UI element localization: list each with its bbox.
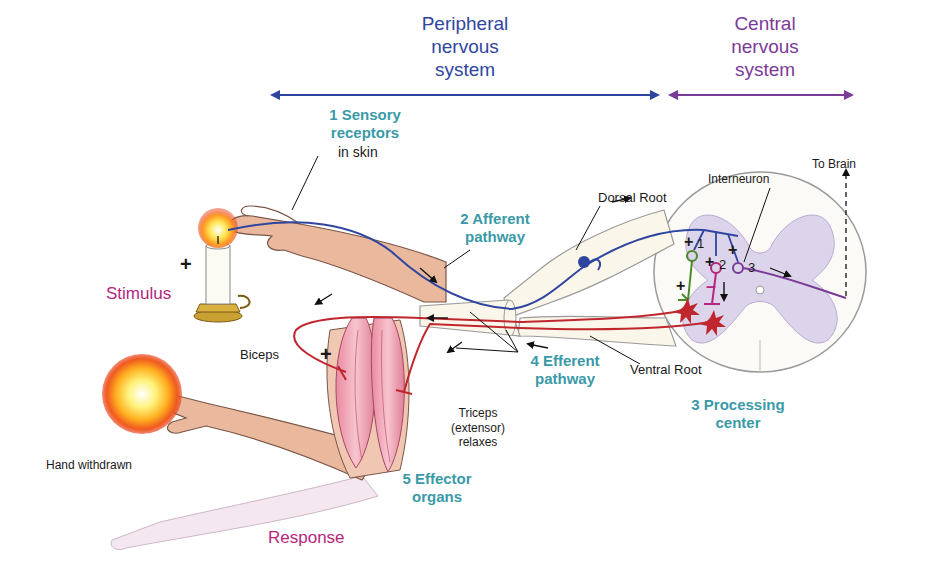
callout-number: 3 <box>748 260 755 276</box>
callout-number: 2 <box>719 257 726 273</box>
region-label: Central nervous system <box>705 12 825 82</box>
step-label: 3 Processing center <box>680 396 796 433</box>
sign-symbol: + <box>705 252 714 272</box>
sign-symbol: + <box>180 252 192 276</box>
part-label: Dorsal Root <box>598 190 667 206</box>
step-label: 5 Effector organs <box>388 470 486 507</box>
callout-number: 1 <box>697 236 704 252</box>
part-label: Biceps <box>240 347 279 363</box>
part-label: Hand withdrawn <box>46 458 132 473</box>
part-label: To Brain <box>812 157 856 172</box>
step-label: 2 Afferent pathway <box>440 210 550 247</box>
sign-symbol: + <box>676 276 685 296</box>
stimulus-label: Stimulus <box>106 284 171 305</box>
sign-symbol: + <box>728 240 737 260</box>
part-label: Interneuron <box>708 172 769 187</box>
sign-symbol: – <box>706 276 716 298</box>
response-label: Response <box>268 528 345 549</box>
part-label: Triceps (extensor) relaxes <box>440 406 516 450</box>
sign-symbol: + <box>320 342 332 366</box>
part-label: Ventral Root <box>630 362 702 378</box>
step-label: 4 Efferent pathway <box>510 352 620 389</box>
part-label: in skin <box>338 144 378 161</box>
region-label: Peripheral nervous system <box>405 12 525 82</box>
sign-symbol: + <box>684 232 693 252</box>
step-label: 1 Sensory receptors <box>312 106 418 143</box>
